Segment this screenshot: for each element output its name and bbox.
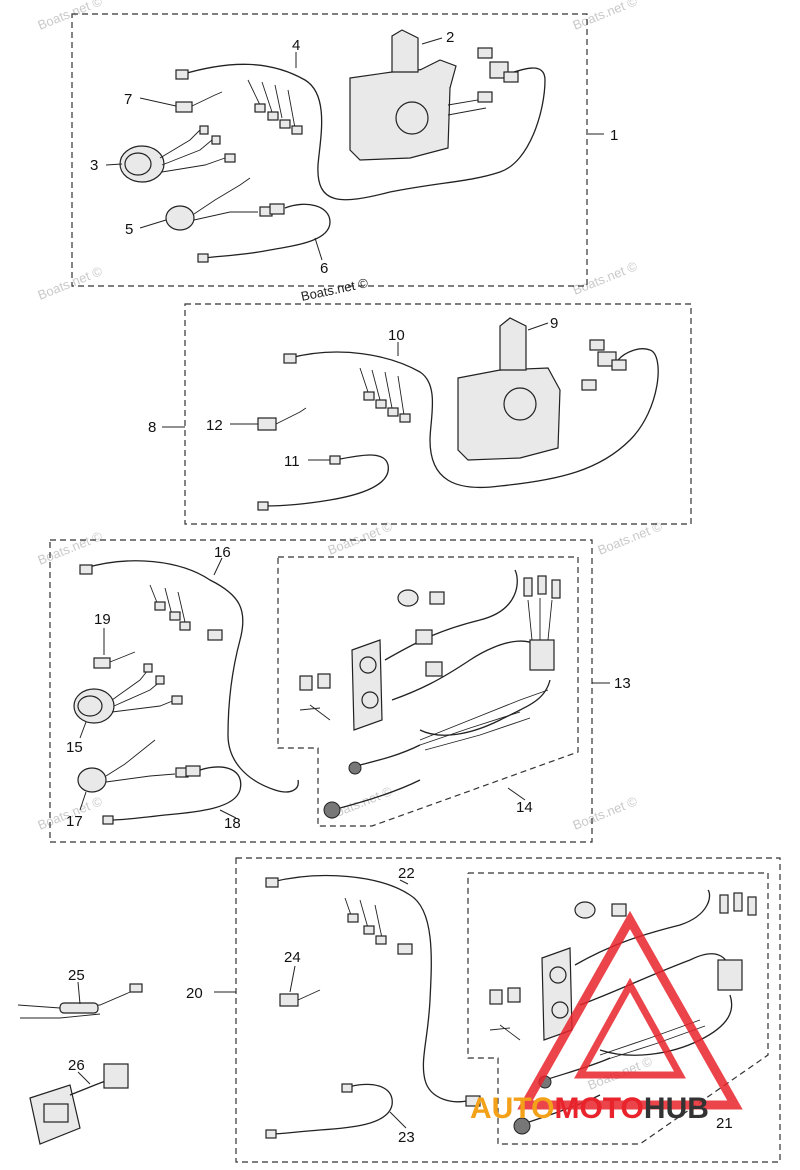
harness-14 (339, 569, 551, 809)
panel-assembly-13 (73, 560, 561, 825)
ignition-panel (351, 639, 383, 731)
harness-4 (179, 63, 546, 201)
connector-19 (93, 657, 111, 669)
connector-7 (175, 101, 193, 113)
logo-triangle-inner (574, 977, 686, 1079)
loose-parts (17, 983, 143, 1145)
watermark: Boats.net © (36, 263, 105, 303)
logo-text-hub: HUB (644, 1092, 709, 1125)
harness-22 (271, 874, 471, 1103)
callout-1: 1 (610, 127, 618, 144)
callout-12: 12 (206, 417, 223, 434)
callout-21: 21 (716, 1115, 733, 1132)
callout-25: 25 (68, 967, 85, 984)
control-assembly-1 (119, 29, 546, 263)
svg-text:AUTOMOTOHUB: AUTOMOTOHUB (470, 1092, 709, 1125)
callout-24: 24 (284, 949, 301, 966)
callout-15: 15 (66, 739, 83, 756)
gauge-17 (77, 767, 107, 793)
group-box-20 (235, 857, 781, 1163)
group-box-1 (71, 13, 588, 287)
watermark: Boats.net © (571, 258, 640, 298)
callout-8: 8 (148, 419, 156, 436)
callout-19: 19 (94, 611, 111, 628)
callout-2: 2 (446, 29, 454, 46)
callout-16: 16 (214, 544, 231, 561)
harness-18 (109, 766, 242, 821)
gauge-5 (165, 205, 195, 231)
callout-20: 20 (186, 985, 203, 1002)
callout-26: 26 (68, 1057, 85, 1074)
logo-text-auto: AUTO (470, 1092, 554, 1125)
harness-10 (289, 348, 659, 489)
control-assembly-8 (257, 317, 659, 511)
automotohub-logo: AUTOMOTOHUB (470, 910, 743, 1125)
callout-6: 6 (320, 260, 328, 277)
callout-5: 5 (125, 221, 133, 238)
callout-numbers: 1 2 3 4 5 6 7 8 9 10 11 12 13 14 15 16 1… (66, 29, 733, 1146)
harness-23 (271, 1083, 393, 1135)
leader-lines (77, 37, 610, 1129)
callout-18: 18 (224, 815, 241, 832)
callout-23: 23 (398, 1129, 415, 1146)
group-box-13-outer (49, 539, 593, 843)
group-box-21 (467, 872, 769, 1145)
watermark: Boats.net © (36, 0, 105, 33)
connector-24 (279, 993, 299, 1007)
callout-4: 4 (292, 37, 300, 54)
group-box-8 (184, 303, 692, 525)
callout-13: 13 (614, 675, 631, 692)
logo-text-moto: MOTO (554, 1092, 643, 1125)
harness-6 (204, 203, 331, 259)
watermark-center: Boats.net © (300, 275, 370, 304)
callout-22: 22 (398, 865, 415, 882)
harness-16 (84, 560, 299, 793)
callout-11: 11 (284, 453, 300, 470)
callout-7: 7 (124, 91, 132, 108)
callout-14: 14 (516, 799, 533, 816)
watermark: Boats.net © (36, 528, 105, 568)
group-boxes (49, 13, 781, 1163)
watermark: Boats.net © (571, 793, 640, 833)
harness-11 (264, 454, 389, 507)
callout-17: 17 (66, 813, 83, 830)
connector-12 (257, 417, 277, 431)
callout-3: 3 (90, 157, 98, 174)
callout-10: 10 (388, 327, 405, 344)
callout-9: 9 (550, 315, 558, 332)
group-box-13-inner (277, 556, 579, 827)
logo-triangle-outer (517, 910, 743, 1110)
watermark: Boats.net © (571, 0, 640, 33)
